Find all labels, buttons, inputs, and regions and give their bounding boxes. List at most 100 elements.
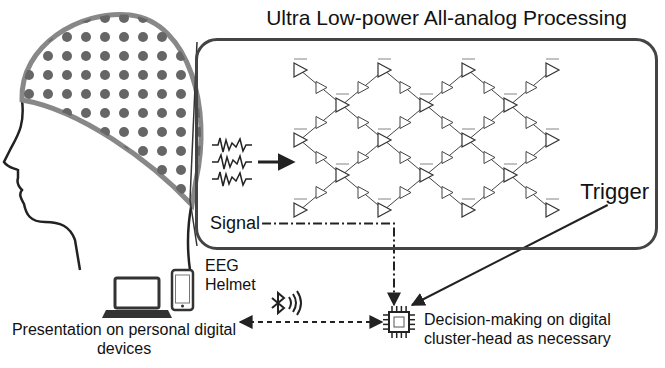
electrode-dot: [157, 51, 167, 61]
electrode-dot: [24, 184, 34, 194]
electrode-dot: [176, 32, 186, 42]
processing-box: Ultra Low-power All-analog ProcessingSig…: [195, 38, 658, 250]
opamp-symbol: [294, 203, 307, 217]
opamp-symbol: [462, 133, 475, 147]
opamp-symbol: [526, 117, 537, 129]
electrode-dot: [119, 165, 129, 175]
opamp-symbol: [358, 187, 369, 199]
electrode-dot: [119, 89, 129, 99]
electrode-dot: [157, 32, 167, 42]
signal-waveforms: [212, 138, 252, 186]
opamp-symbol: [358, 82, 369, 94]
electrode-dot: [81, 70, 91, 80]
feedback-wire: [504, 164, 517, 165]
electrode-dot: [24, 70, 34, 80]
chip-pin: [405, 306, 407, 312]
electrode-dot: [62, 89, 72, 99]
electrode-dot: [43, 32, 53, 42]
electrode-dot: [81, 51, 91, 61]
opamp-symbol: [442, 152, 453, 164]
electrode-dot: [214, 127, 224, 137]
electrode-dot: [176, 13, 186, 23]
feedback-wire: [462, 199, 475, 200]
opamp-symbol: [484, 82, 495, 94]
electrode-dot: [157, 203, 167, 213]
electrode-dot: [24, 165, 34, 175]
electrode-dot: [176, 203, 186, 213]
electrode-dot: [100, 146, 110, 156]
helmet-label: EEG Helmet: [205, 256, 269, 294]
electrode-dot: [43, 203, 53, 213]
node-text: Presentation on personal digital devices: [8, 320, 240, 358]
chip-pin: [409, 319, 415, 321]
electrode-dot: [214, 70, 224, 80]
opamp-symbol: [336, 98, 349, 112]
electrode-dot: [81, 184, 91, 194]
electrode-dot: [24, 203, 34, 213]
electrode-dot: [100, 89, 110, 99]
electrode-dot: [157, 165, 167, 175]
opamp-symbol: [526, 82, 537, 94]
signal-arrow: [258, 161, 292, 164]
feedback-wire: [294, 199, 307, 200]
helmet-cap: [22, 15, 201, 205]
electrode-dot: [81, 146, 91, 156]
feedback-wire: [462, 129, 475, 130]
opamp-symbol: [504, 98, 517, 112]
electrode-dot: [119, 146, 129, 156]
electrode-dot: [62, 203, 72, 213]
electrode-dot: [119, 184, 129, 194]
signal-node: Signal: [210, 213, 260, 234]
analog-circuit: [294, 59, 559, 217]
opamp-symbol: [336, 168, 349, 182]
electrode-dot: [24, 32, 34, 42]
electrode-dot: [138, 32, 148, 42]
electrode-dot: [214, 13, 224, 23]
opamp-symbol: [442, 187, 453, 199]
electrode-dot: [138, 89, 148, 99]
electrode-dot: [43, 51, 53, 61]
opamp-symbol: [546, 63, 559, 77]
electrode-dot: [157, 108, 167, 118]
laptop-icon: [102, 278, 172, 318]
electrode-dot: [62, 184, 72, 194]
electrode-dot: [119, 51, 129, 61]
opamp-symbol: [316, 82, 327, 94]
opamp-symbol: [442, 117, 453, 129]
opamp-symbol: [400, 152, 411, 164]
electrode-dot: [24, 51, 34, 61]
node-text: Trigger: [580, 179, 649, 205]
feedback-wire: [504, 94, 517, 95]
feedback-wire: [378, 199, 391, 200]
phone-icon: [172, 270, 193, 310]
electrode-dot: [119, 70, 129, 80]
electrode-dot: [81, 127, 91, 137]
electrode-dot: [119, 203, 129, 213]
opamp-symbol: [316, 152, 327, 164]
chip-pin: [391, 332, 393, 338]
electrode-dot: [157, 13, 167, 23]
electrode-dot: [157, 184, 167, 194]
electrode-dot: [176, 146, 186, 156]
opamp-symbol: [484, 187, 495, 199]
feedback-wire: [462, 59, 475, 60]
electrode-dot: [100, 203, 110, 213]
chip-body: [389, 312, 409, 332]
electrode-dot: [214, 108, 224, 118]
electrode-dot: [100, 184, 110, 194]
opamp-symbol: [378, 133, 391, 147]
electrode-dot: [100, 70, 110, 80]
opamp-symbol: [358, 117, 369, 129]
electrode-dot: [100, 127, 110, 137]
electrode-dot: [176, 89, 186, 99]
electrode-dot: [214, 203, 224, 213]
feedback-wire: [420, 94, 433, 95]
feedback-wire: [294, 129, 307, 130]
electrode-dot: [138, 127, 148, 137]
opamp-symbol: [358, 152, 369, 164]
chip-pin: [383, 319, 389, 321]
opamp-symbol: [526, 187, 537, 199]
chip-icon: [382, 305, 416, 339]
electrode-dot: [62, 127, 72, 137]
